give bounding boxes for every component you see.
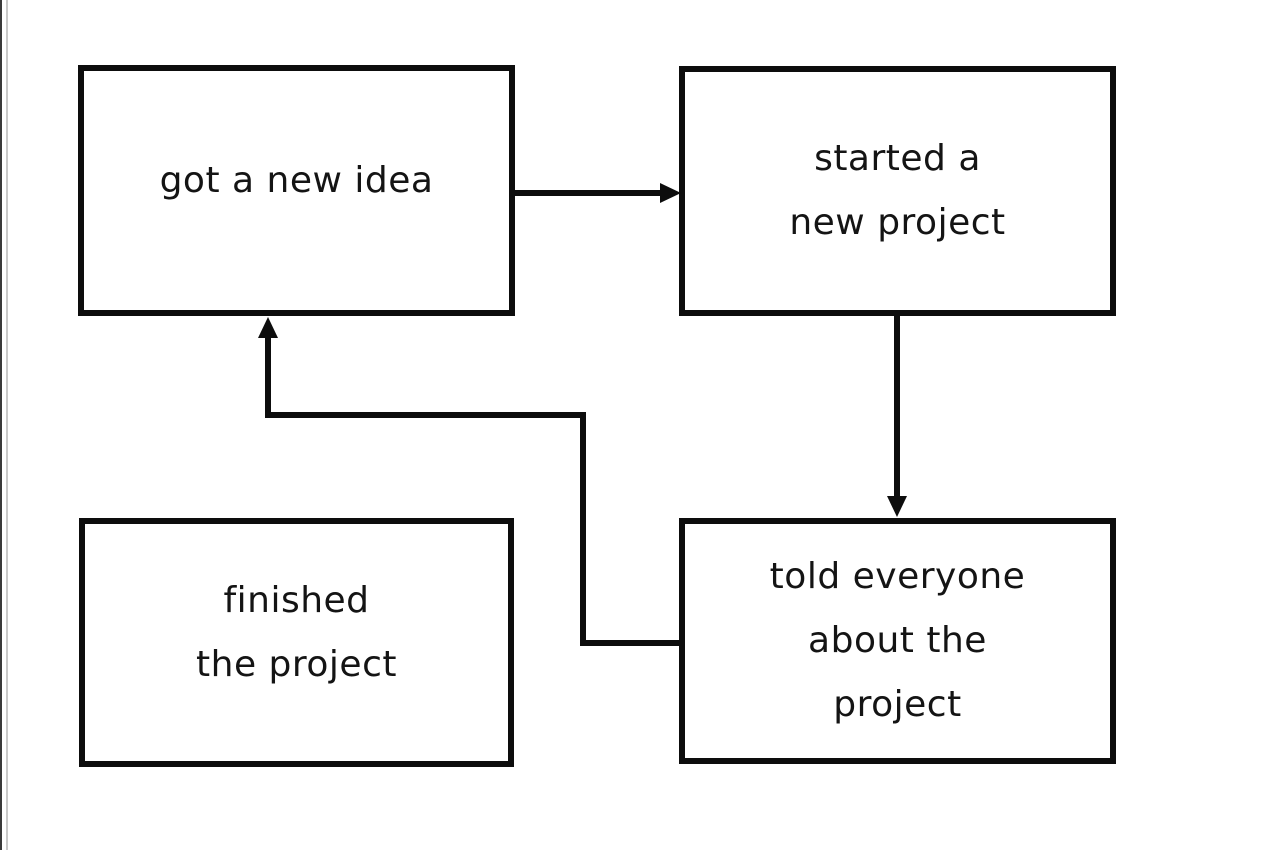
node-label-line: project [833, 684, 962, 725]
arrow-told-to-idea-segment-middle [265, 412, 586, 418]
node-label-line: new project [789, 202, 1006, 243]
node-label: got a new idea [160, 149, 434, 213]
arrow-told-to-idea-segment-vertical [580, 412, 586, 646]
arrow-told-to-idea-segment-up [265, 338, 271, 418]
arrow-told-to-idea-segment-bottom [580, 640, 681, 646]
node-label-line: started a [814, 138, 981, 179]
node-label-line: finished [223, 579, 370, 621]
node-started-a-new-project: started a new project [679, 66, 1116, 316]
node-got-a-new-idea: got a new idea [78, 65, 515, 316]
arrow-idea-to-started-line [513, 190, 663, 196]
node-label: told everyone about the project [770, 545, 1026, 737]
node-label-line: about the [808, 620, 987, 661]
arrowhead-down-icon [887, 496, 907, 517]
arrowhead-right-icon [660, 183, 681, 203]
arrowhead-up-icon [258, 317, 278, 338]
window-left-edge-line [0, 0, 2, 850]
arrow-started-to-told-line [894, 314, 900, 500]
node-label: started a new project [789, 127, 1005, 255]
window-left-edge-highlight [6, 0, 8, 850]
node-label-line: the project [196, 643, 397, 685]
node-label: finished the project [196, 569, 397, 697]
node-label-line: told everyone [769, 556, 1026, 597]
node-finished-the-project: finished the project [79, 518, 514, 767]
node-label-line: got a new idea [159, 159, 434, 201]
node-told-everyone-about-the-project: told everyone about the project [679, 518, 1116, 764]
